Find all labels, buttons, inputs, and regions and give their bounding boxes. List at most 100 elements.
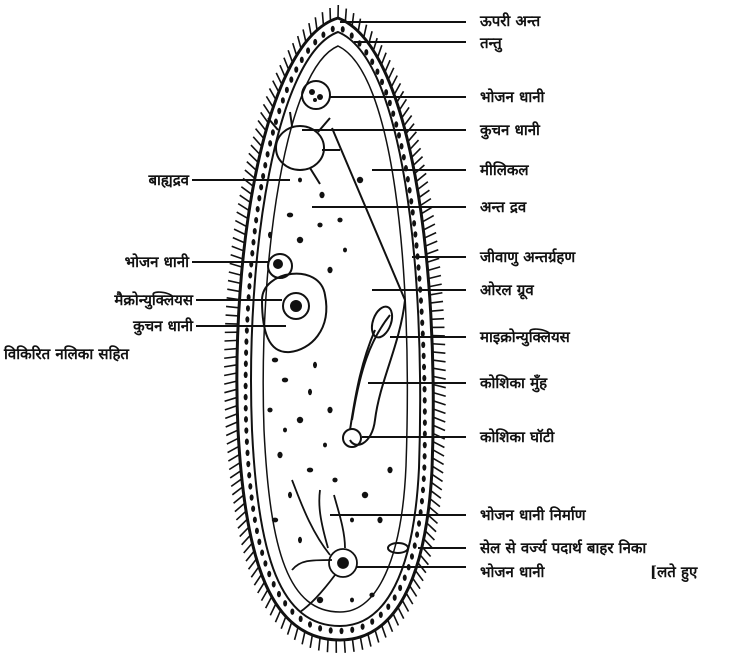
cilium [245,170,255,178]
cilium [230,471,241,478]
cilium [358,19,360,32]
trichocyst [272,581,276,587]
cilium [234,495,244,503]
trichocyst [299,616,303,622]
cilium [431,490,441,498]
trichocyst [263,560,267,566]
cilium [302,632,305,645]
cilium [261,589,267,600]
cilium [249,153,258,162]
trichocyst [417,264,421,270]
trichocyst [244,427,248,433]
cilium [232,487,242,495]
trichocyst [394,121,398,127]
label-waste-line1: सेल से वर्ज्य पदार्थ बाहर निका [480,539,646,557]
trichocyst [274,119,278,125]
cilium [431,482,442,490]
trichocyst [289,76,293,82]
cilium [295,627,298,640]
trichocyst [420,319,424,325]
trichocyst [245,438,249,444]
cilium [246,551,254,561]
cilium [309,23,311,36]
food-vacuole-top [302,81,330,109]
cilium [225,397,237,401]
cilium [427,523,436,532]
cilium [224,389,237,392]
cytoplasm-granule [350,598,354,603]
cilium [428,276,441,279]
trichocyst [245,327,249,333]
cilium [270,604,276,616]
cilium [224,357,237,359]
cilium [410,586,417,597]
cytoplasm-granule [362,492,368,498]
cilium [241,187,251,195]
cytoplasm-granule [298,537,302,543]
cilium [426,250,438,255]
label-food-vacuole-top: भोजन धानी [480,88,544,106]
cilium [433,376,446,379]
trichocyst [261,173,265,179]
trichocyst [422,476,426,482]
trichocyst [421,487,425,493]
label-food-vacuole-formation: भोजन धानी निर्माण [480,506,586,524]
trichocyst [267,571,271,577]
cilium [382,625,386,637]
cilium [427,258,439,262]
cytoplasm-granule [319,192,324,198]
trichocyst [313,39,317,45]
cytoplasm-granule [357,177,363,183]
trichocyst [413,231,417,237]
trichocyst [422,375,426,381]
label-micronucleus: माइक्रोन्युक्लियस [480,328,570,346]
cytoplasm-granule [323,443,327,448]
cytoplasm-granule [298,178,302,183]
cilium [406,124,414,134]
cilium [281,617,286,629]
cilium [275,610,280,622]
trichocyst [277,591,281,597]
trichocyst [423,419,427,425]
cilium [423,224,435,230]
cilium [322,12,323,25]
cytoplasm-granule [283,428,287,433]
trichocyst [257,539,261,545]
cilium [266,597,272,608]
cilium [413,157,422,166]
label-ectoplasm: बाह्यद्रव [148,171,189,189]
cilium [415,570,423,580]
trichocyst [370,59,374,65]
cilium [404,115,412,125]
trichocyst [379,612,383,618]
trichocyst [411,209,415,215]
cilium [233,238,245,243]
cilium [408,132,416,142]
label-cytostome: कोशिका मुँह [480,374,547,392]
cytoplasm-granule [377,517,382,523]
trichocyst [283,600,287,606]
trichocyst [423,386,427,392]
cilium [433,393,445,397]
cilium [228,281,241,284]
cytoplasm-granule [327,267,332,273]
trichocyst [253,228,257,234]
cilium [231,479,242,487]
trichocyst [251,239,255,245]
trichocyst [391,110,395,116]
cilium [433,409,445,413]
cilium [228,446,239,452]
trichocyst [422,353,426,359]
cilium [225,406,237,410]
cilium [254,574,261,585]
cilium [234,229,246,235]
cilium [224,381,237,384]
trichocyst [361,623,365,629]
trichocyst [423,442,427,448]
cilium [226,422,238,427]
cytoplasm-granule [317,223,322,228]
cilium [429,507,439,515]
cilium [230,263,242,267]
trichocyst [248,272,252,278]
